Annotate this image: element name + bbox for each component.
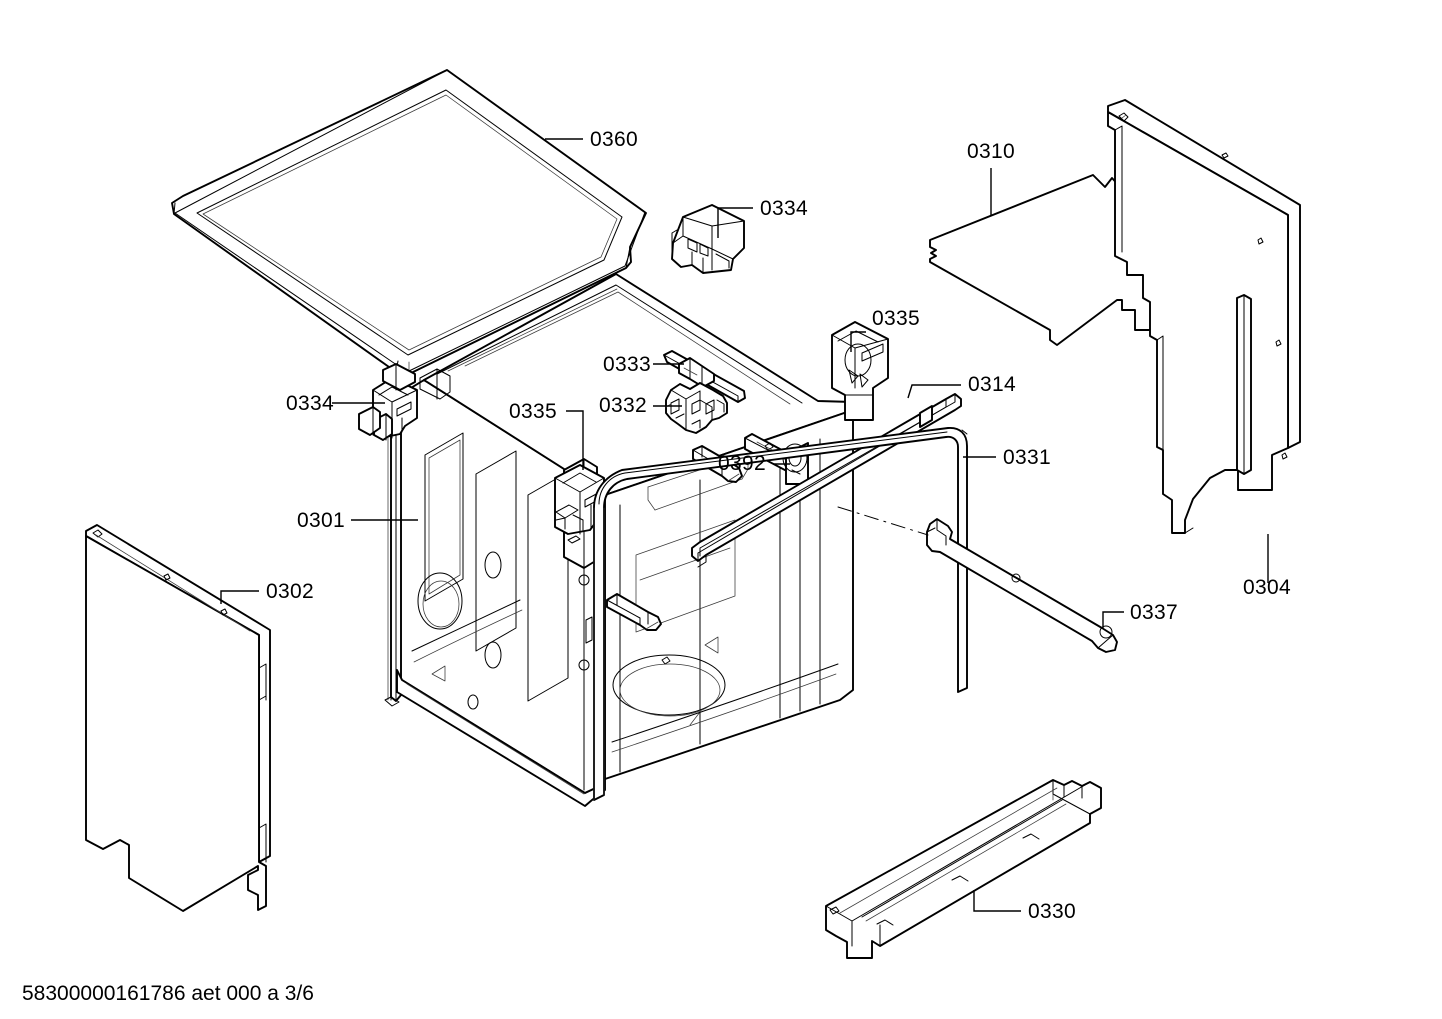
callout-0334-clip-bracket-upper: 0334 (717, 197, 808, 238)
callout-label-0330: 0330 (1028, 900, 1076, 923)
callout-label-0334: 0334 (286, 392, 334, 415)
leader-line-0302 (220, 590, 259, 604)
callout-0331-door-seal-frame: 0331 (963, 446, 1051, 469)
callout-label-0360: 0360 (590, 128, 638, 151)
callout-layer: 0360 0334 0310 0335 0333 0332 0334 0335 0314 0331… (220, 128, 1291, 923)
callout-label-0314: 0314 (968, 373, 1016, 396)
callout-label-0310: 0310 (967, 140, 1015, 163)
callout-label-0337: 0337 (1130, 601, 1178, 624)
part-clip-bracket-upper (671, 204, 745, 274)
callout-label-0301: 0301 (297, 509, 345, 532)
leader-line-0334 (717, 207, 753, 238)
part-rear-insulation-mat-detail (929, 261, 1051, 331)
part-base-plinth-trim (825, 779, 1102, 959)
callout-0302-left-side-panel: 0302 (220, 580, 314, 604)
callout-label-0334: 0334 (760, 197, 808, 220)
callout-0337-door-hinge-rod: 0337 (1102, 601, 1178, 628)
callout-0333-latch-lever-rod: 0333 (603, 353, 684, 376)
leader-line-0314 (907, 384, 961, 399)
callout-label-0331: 0331 (1003, 446, 1051, 469)
callout-0314-side-trim-rail: 0314 (907, 373, 1016, 399)
callout-0301-tub-inner-liner: 0301 (297, 509, 418, 532)
part-clip-bracket-left (358, 363, 451, 441)
callout-label-0332: 0332 (599, 394, 647, 417)
callout-label-0335: 0335 (509, 400, 557, 423)
callout-label-0333: 0333 (603, 353, 651, 376)
callout-label-0304: 0304 (1243, 576, 1291, 599)
callout-0392-rail-roller-assembly: 0392 (718, 452, 790, 475)
callout-0334-clip-bracket-left: 0334 (286, 392, 385, 415)
leader-line-0335 (566, 410, 584, 470)
part-door-lock-module (665, 382, 728, 434)
callout-0332-door-lock-module: 0332 (599, 394, 682, 417)
callout-0330-base-plinth-trim: 0330 (973, 890, 1076, 923)
part-insulation-fold-strip (1236, 294, 1252, 475)
leader-line-0330 (973, 890, 1021, 912)
callout-0335-hinge-bracket-left: 0335 (509, 400, 584, 470)
part-left-side-panel (85, 524, 271, 912)
callout-0304-right-side-panel: 0304 (1243, 534, 1291, 599)
part-door-seal-frame (593, 427, 968, 801)
leader-line-0335 (850, 331, 866, 352)
callout-label-0392: 0392 (718, 452, 766, 475)
part-hinge-bracket-right (831, 321, 889, 421)
callout-label-0335: 0335 (872, 307, 920, 330)
callout-label-0302: 0302 (266, 580, 314, 603)
part-top-cover-panel (171, 69, 647, 375)
callout-0360-top-cover-panel: 0360 (545, 128, 638, 151)
footer-drawing-number: 58300000161786 aet 000 a 3/6 (22, 982, 314, 1005)
callout-0335-hinge-bracket-right: 0335 (850, 307, 920, 352)
part-latch-lever-rod (663, 350, 746, 403)
part-door-hinge-rod (837, 506, 1118, 653)
leader-line-0337 (1102, 611, 1124, 628)
callout-0310-rear-insulation-mat: 0310 (967, 140, 1015, 215)
